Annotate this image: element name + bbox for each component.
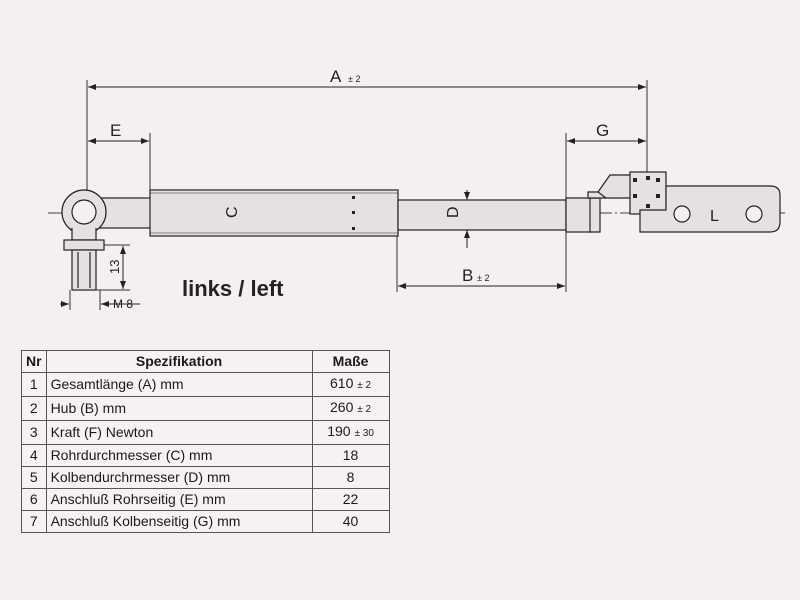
row-value-number: 610 — [330, 375, 354, 391]
row-nr: 4 — [21, 444, 47, 467]
label-c: C — [224, 206, 241, 218]
row-value: 190 ± 30 — [311, 420, 390, 445]
row-desc: Rohrdurchmesser (C) mm — [45, 444, 313, 467]
gas-spring-drawing: A ± 2 E G B ± 2 C D L 13 M 8 links / lef… — [48, 67, 785, 311]
label-d: D — [445, 206, 462, 218]
dimension-lines — [60, 84, 646, 307]
bracket-fasteners — [633, 176, 660, 208]
label-g: G — [596, 121, 609, 140]
row-value-tolerance: ± 2 — [357, 404, 372, 415]
row-value-number: 190 — [327, 423, 351, 439]
row-value-number: 18 — [342, 447, 359, 463]
label-a: A — [330, 67, 342, 86]
specification-table: Nr Spezifikation Maße 1 Gesamtlänge (A) … — [21, 350, 390, 533]
table-row: 4 Rohrdurchmesser (C) mm 18 — [21, 444, 390, 467]
table-row: 3 Kraft (F) Newton 190 ± 30 — [21, 420, 390, 445]
label-b: B — [462, 266, 473, 285]
table-row: 2 Hub (B) mm 260 ± 2 — [21, 396, 390, 421]
header-masse: Maße — [311, 350, 390, 373]
row-value: 22 — [311, 488, 390, 511]
row-nr: 7 — [21, 510, 47, 533]
right-bracket — [587, 171, 781, 233]
row-nr: 6 — [21, 488, 47, 511]
crimp-dots — [352, 196, 355, 230]
left-eye-fitting — [61, 189, 153, 241]
row-desc: Hub (B) mm — [45, 396, 313, 421]
row-value-number: 40 — [342, 513, 359, 529]
label-thread-size: M 8 — [113, 297, 133, 311]
row-desc: Gesamtlänge (A) mm — [45, 372, 313, 397]
row-value-number: 22 — [342, 491, 359, 507]
table-row: 7 Anschluß Kolbenseitig (G) mm 40 — [21, 510, 390, 533]
label-b-tol: ± 2 — [477, 273, 489, 283]
row-value-tolerance: ± 2 — [357, 380, 372, 391]
piston-rod — [397, 197, 593, 233]
table-row: 1 Gesamtlänge (A) mm 610 ± 2 — [21, 372, 390, 397]
label-thread-length: 13 — [107, 260, 122, 274]
label-l: L — [710, 208, 719, 225]
row-value-number: 260 — [330, 399, 354, 415]
row-nr: 2 — [21, 396, 47, 421]
table-header-row: Nr Spezifikation Maße — [21, 350, 390, 373]
row-value: 260 ± 2 — [311, 396, 390, 421]
row-nr: 1 — [21, 372, 47, 397]
header-spezifikation: Spezifikation — [45, 350, 313, 373]
row-desc: Kolbendurchrmesser (D) mm — [45, 466, 313, 489]
side-label: links / left — [182, 276, 284, 301]
header-nr: Nr — [21, 350, 47, 373]
row-value: 18 — [311, 444, 390, 467]
dimension-labels: A ± 2 E G B ± 2 C D L 13 M 8 links / lef… — [107, 67, 719, 311]
row-value-tolerance: ± 30 — [354, 428, 374, 439]
threaded-bolt — [63, 239, 105, 291]
label-a-tol: ± 2 — [348, 74, 360, 84]
cylinder-tube — [149, 189, 399, 237]
table-row: 6 Anschluß Rohrseitig (E) mm 22 — [21, 488, 390, 511]
row-value: 40 — [311, 510, 390, 533]
label-e: E — [110, 121, 121, 140]
row-desc: Anschluß Kolbenseitig (G) mm — [45, 510, 313, 533]
row-desc: Anschluß Rohrseitig (E) mm — [45, 488, 313, 511]
row-value: 8 — [311, 466, 390, 489]
row-desc: Kraft (F) Newton — [45, 420, 313, 445]
row-value-number: 8 — [346, 469, 355, 485]
row-nr: 5 — [21, 466, 47, 489]
row-value: 610 ± 2 — [311, 372, 390, 397]
row-nr: 3 — [21, 420, 47, 445]
table-row: 5 Kolbendurchrmesser (D) mm 8 — [21, 466, 390, 489]
